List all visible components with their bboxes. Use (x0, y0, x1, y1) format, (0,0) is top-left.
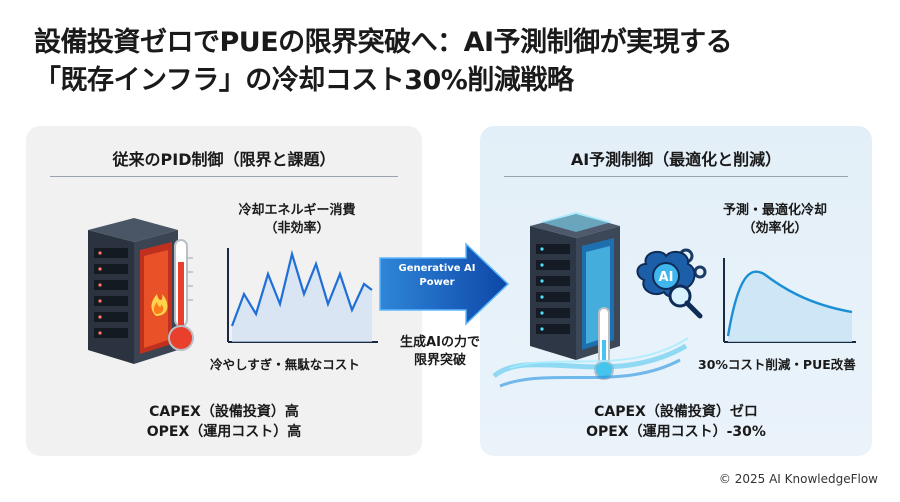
ai-heading-divider (504, 176, 848, 177)
pid-heading-divider (50, 176, 398, 177)
pid-energy-chart (227, 248, 378, 343)
pid-chart-label: 冷却エネルギー消費 （非効率） (238, 203, 356, 236)
ai-panel-heading: AI予測制御（最適化と削減） (570, 150, 782, 169)
pid-caption: 冷やしすぎ・無駄なコスト (210, 357, 360, 372)
arrow-caption: 生成AIの力で 限界突破 (400, 335, 480, 368)
pid-control-panel: 従来のPID制御（限界と課題） 冷却エネルギー消費 （非効率） (26, 126, 422, 456)
generative-ai-arrow: Generative AI Power (378, 242, 510, 326)
ai-energy-chart (723, 258, 856, 343)
pid-chart-area (232, 254, 372, 342)
ai-caption: 30%コスト削減・PUE改善 (698, 357, 856, 372)
pid-cost-summary: CAPEX（設備投資）高 OPEX（運用コスト）高 (146, 404, 302, 440)
magnifier-icon (668, 284, 703, 319)
hot-server-icon (88, 218, 178, 364)
copyright-notice: © 2025 AI KnowledgeFlow (718, 472, 878, 486)
ai-chart-line (726, 270, 853, 337)
ai-brain-icon: AI (636, 248, 707, 319)
ai-badge-text: AI (659, 270, 674, 285)
pid-chart-line (230, 249, 373, 327)
arrow-label: Generative AI Power (398, 263, 476, 288)
cooling-airflow-swirl (492, 337, 689, 388)
ai-chart-area (728, 271, 852, 342)
arrow-right-icon (379, 242, 510, 326)
title-line-2: 「既存インフラ」の冷却コスト30%削減戦略 (34, 65, 574, 96)
page-title: 設備投資ゼロでPUEの限界突破へ：AI予測制御が実現する 「既存インフラ」の冷却… (34, 24, 874, 100)
ai-cost-summary: CAPEX（設備投資）ゼロ OPEX（運用コスト）-30% (586, 404, 766, 440)
ai-control-panel: AI予測制御（最適化と削減） (480, 126, 872, 456)
title-line-1: 設備投資ゼロでPUEの限界突破へ：AI予測制御が実現する (34, 27, 733, 58)
ai-chart-label: 予測・最適化冷却 （効率化） (722, 203, 827, 236)
pid-panel-heading: 従来のPID制御（限界と課題） (112, 150, 336, 169)
hot-thermometer-icon (168, 239, 194, 351)
